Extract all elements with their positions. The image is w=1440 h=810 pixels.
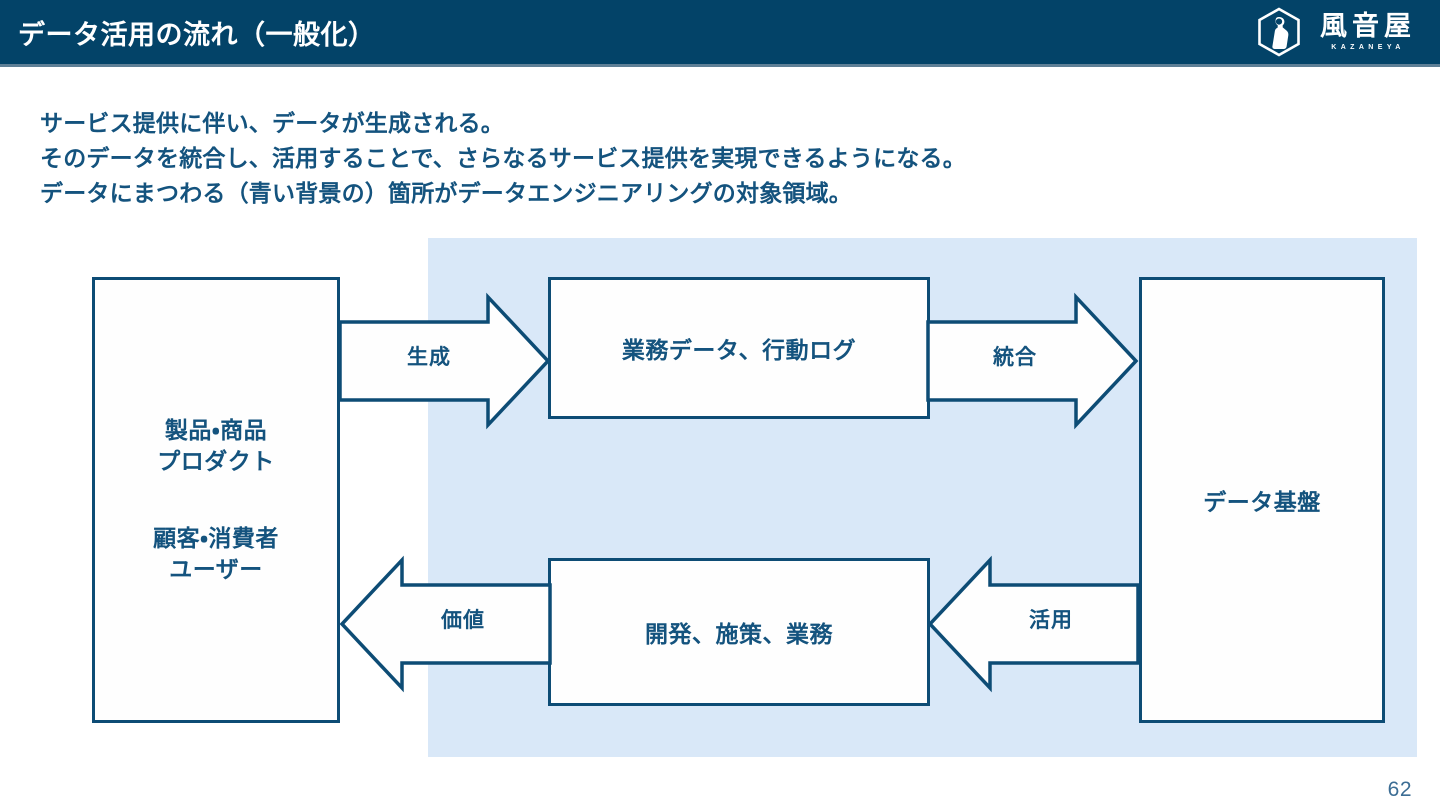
brand-logo: 風音屋 KAZANEYA: [1253, 6, 1416, 58]
actor-block-customer: 顧客・消費者 ユーザー: [153, 523, 279, 585]
actor-customer-line1: 顧客・消費者: [153, 525, 279, 551]
actor-customer-line2: ユーザー: [169, 556, 263, 582]
lede-line-3: データにまつわる（青い背景の）箇所がデータエンジニアリングの対象領域。: [40, 180, 852, 206]
arrow-utilize-label: 活用: [1029, 609, 1073, 632]
arrow-left-icon: [339, 555, 552, 693]
actor-product-line2: プロダクト: [157, 448, 275, 474]
arrow-right-icon: [338, 292, 551, 430]
node-ops-data: 業務データ、行動ログ: [548, 277, 930, 419]
lede-line-2: そのデータを統合し、活用することで、さらなるサービス提供を実現できるようになる。: [40, 145, 966, 171]
lede-line-1: サービス提供に伴い、データが生成される。: [40, 110, 504, 136]
header-underline: [0, 64, 1440, 67]
arrow-integrate-label: 統合: [993, 346, 1037, 369]
arrow-utilize: 活用: [927, 555, 1140, 693]
arrow-generate-label: 生成: [407, 346, 451, 369]
logo-name-en: KAZANEYA: [1331, 44, 1405, 51]
node-use-data-label: 開発、施策、業務: [645, 621, 833, 647]
kazaneya-hexagon-logo-icon: [1253, 6, 1305, 58]
header-bar: [0, 0, 1440, 64]
node-ops-data-label: 業務データ、行動ログ: [621, 337, 857, 363]
node-data-platform-label: データ基盤: [1203, 489, 1321, 515]
node-actors: 製品・商品 プロダクト 顧客・消費者 ユーザー: [92, 277, 340, 723]
node-use-data: 開発、施策、業務: [548, 558, 930, 706]
actor-block-product: 製品・商品 プロダクト: [157, 415, 275, 477]
arrow-integrate: 統合: [926, 292, 1139, 430]
page-number: 62: [1387, 778, 1412, 801]
arrow-value-label: 価値: [441, 609, 485, 632]
lede-paragraph: サービス提供に伴い、データが生成される。 そのデータを統合し、活用することで、さ…: [40, 106, 966, 211]
logo-wordmark: 風音屋 KAZANEYA: [1315, 11, 1416, 52]
arrow-right-icon: [926, 292, 1139, 430]
actor-product-line1: 製品・商品: [164, 417, 268, 443]
node-data-platform: データ基盤: [1139, 277, 1385, 723]
arrow-left-icon: [927, 555, 1140, 693]
arrow-generate: 生成: [338, 292, 551, 430]
page-title: データ活用の流れ（一般化）: [18, 20, 376, 50]
arrow-value: 価値: [339, 555, 552, 693]
logo-name-jp: 風音屋: [1320, 11, 1416, 41]
